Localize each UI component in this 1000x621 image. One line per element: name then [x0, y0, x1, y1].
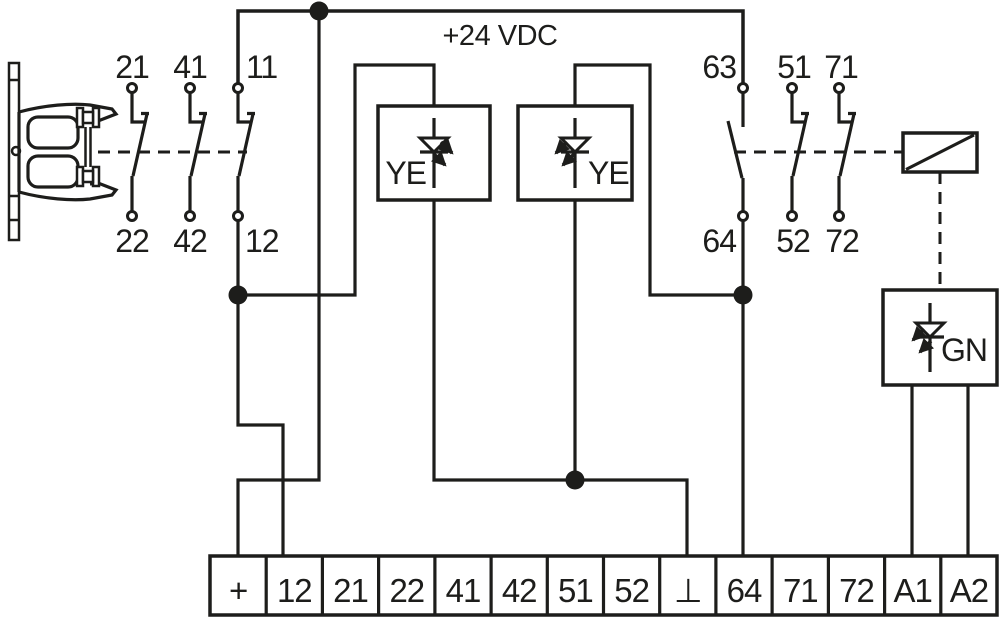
- terminal-label-52: 52: [614, 572, 649, 609]
- contact-top-label: 51: [777, 49, 811, 85]
- contact-terminal-circle: [184, 82, 196, 94]
- wire-led2-feed: [573, 63, 743, 297]
- contact-bottom-label: 12: [245, 223, 279, 259]
- contact-terminal-circle: [184, 210, 196, 222]
- led-emission-arrow: [911, 325, 928, 342]
- contact-top-label: 63: [702, 49, 736, 85]
- led-box-green: GN: [881, 288, 999, 556]
- wire-plus-terminal: [236, 11, 321, 556]
- contact-terminal-circle: [232, 210, 244, 222]
- terminal-strip: + 12 21 22 41 42 51 52 ⊥ 64 71 72 A1 A2: [208, 554, 999, 617]
- relay-coil-symbol: [901, 131, 979, 174]
- wire-ground-rail: [432, 200, 689, 556]
- terminal-dividers: [264, 556, 943, 615]
- terminal-label-42: 42: [502, 572, 537, 609]
- junction-dot: [228, 285, 248, 305]
- contact-terminal-circle: [737, 210, 749, 222]
- contact-51-52: 51 52: [776, 49, 812, 259]
- terminal-label-71: 71: [783, 572, 818, 609]
- contact-fixed-lead: [790, 92, 804, 124]
- actuator-bottom-jaw: [18, 181, 119, 202]
- actuator-bottom-slot: [26, 154, 80, 189]
- terminal-label-a2: A2: [950, 572, 988, 609]
- contact-fixed-lead: [130, 92, 144, 124]
- contact-top-label: 21: [115, 49, 149, 85]
- led-icon: [554, 118, 593, 188]
- contact-63-64: 63 64: [702, 49, 749, 259]
- led-label: YE: [385, 155, 426, 191]
- led-icon: [911, 303, 948, 372]
- actuator-top-slot: [26, 115, 80, 150]
- contact-fixed-lead: [236, 92, 250, 124]
- terminal-label-64: 64: [727, 572, 762, 609]
- contact-terminal-circle: [833, 210, 845, 222]
- led-emission-arrow: [918, 337, 935, 354]
- contact-bottom-label: 64: [702, 223, 736, 259]
- contact-blade: [189, 111, 207, 177]
- contact-11-12: 11 12: [232, 49, 280, 259]
- contact-blade: [791, 111, 809, 177]
- led-label: YE: [588, 155, 629, 191]
- led-emission-arrow: [554, 138, 571, 155]
- led-box-yellow-right: YE: [516, 104, 634, 202]
- led-emission-arrow: [437, 138, 454, 155]
- actuator-plate-ticks: [9, 78, 19, 222]
- terminal-label-12: 12: [277, 572, 312, 609]
- contact-terminal-circle: [786, 210, 798, 222]
- contact-blade: [726, 120, 744, 179]
- led-emission-arrow: [430, 150, 447, 167]
- supply-rail-wire: [236, 9, 745, 84]
- contact-top-label: 11: [246, 49, 277, 85]
- contact-blade: [131, 111, 149, 177]
- contact-71-72: 71 72: [824, 49, 860, 259]
- supply-label: +24 VDC: [443, 20, 558, 52]
- terminal-label-a1: A1: [894, 572, 932, 609]
- contact-fixed-lead: [188, 92, 202, 124]
- contact-bottom-label: 42: [173, 223, 207, 259]
- led-box-yellow-left: YE: [376, 104, 492, 202]
- contact-terminal-circle: [126, 210, 138, 222]
- junction-dot: [733, 285, 753, 305]
- wire-terminal-12: [236, 220, 285, 556]
- contact-bottom-label: 52: [776, 223, 810, 259]
- actuator-roller: [81, 169, 95, 184]
- contact-terminal-circle: [833, 82, 845, 94]
- contact-21-22: 21 22: [115, 49, 150, 259]
- actuator-roller: [81, 110, 95, 125]
- actuator-top-jaw: [18, 102, 119, 123]
- contact-fixed-lead: [837, 92, 851, 124]
- contact-bottom-label: 72: [825, 223, 859, 259]
- led-emission-arrow: [561, 150, 578, 167]
- contact-terminal-circle: [126, 82, 138, 94]
- terminal-label-ground: ⊥: [674, 572, 702, 609]
- terminal-label-22: 22: [389, 572, 424, 609]
- terminal-label-72: 72: [839, 572, 874, 609]
- terminal-label-21: 21: [333, 572, 368, 609]
- contact-terminal-circle: [786, 82, 798, 94]
- terminal-label-51: 51: [558, 572, 593, 609]
- relay-coil-diagonal: [905, 133, 975, 171]
- contact-blade: [838, 111, 856, 177]
- actuator-symbol: [7, 61, 119, 242]
- contact-bottom-label: 22: [115, 223, 149, 259]
- contact-terminal-circle: [232, 82, 244, 94]
- junction-dot: [565, 470, 585, 490]
- contact-terminal-circle: [737, 82, 749, 94]
- terminal-label-plus: +: [229, 572, 247, 609]
- contact-top-label: 41: [173, 49, 207, 85]
- led-label: GN: [941, 332, 987, 368]
- contact-top-label: 71: [824, 49, 858, 85]
- contact-blade: [237, 111, 255, 177]
- led-icon: [416, 118, 454, 188]
- actuator-link-rod: [84, 127, 92, 167]
- terminal-label-41: 41: [446, 572, 481, 609]
- contact-41-42: 41 42: [173, 49, 208, 259]
- wire-led1-feed: [238, 63, 436, 297]
